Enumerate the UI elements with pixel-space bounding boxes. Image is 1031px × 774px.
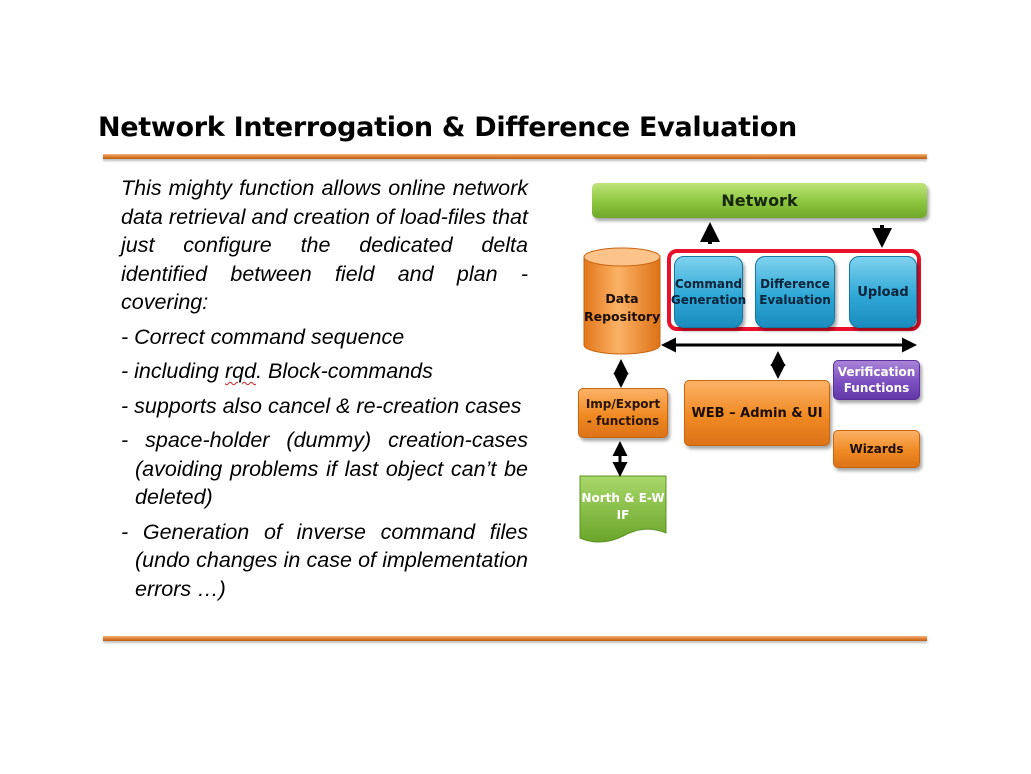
network-box: Network (592, 183, 927, 218)
intro-paragraph: This mighty function allows online netwo… (121, 176, 528, 314)
footer-divider (103, 636, 927, 641)
spellcheck-flagged-word: rqd (224, 359, 257, 383)
box-label: Verification (837, 365, 916, 379)
box-label: Generation (670, 293, 747, 307)
list-item: - including rqd. Block-commands (121, 357, 528, 386)
box-label: Evaluation (759, 293, 831, 307)
imp-export-box: Imp/Export - functions (578, 388, 668, 438)
list-item: - Correct command sequence (121, 324, 405, 349)
feature-list: - Correct command sequence - including r… (121, 323, 528, 604)
box-label: Command (674, 277, 743, 291)
box-label: Data (605, 291, 639, 306)
wizards-box: Wizards (833, 430, 920, 468)
difference-evaluation-box: Difference Evaluation (755, 256, 835, 328)
north-ew-document (579, 475, 667, 543)
data-repository-cylinder (583, 247, 661, 355)
list-item: - space-holder (dummy) creation-cases (a… (121, 428, 528, 509)
list-item: - Generation of inverse command files (u… (121, 519, 528, 601)
web-admin-box: WEB – Admin & UI (684, 380, 830, 446)
box-label: Repository (584, 309, 661, 324)
verification-functions-box: Verification Functions (833, 360, 920, 400)
box-label: IF (616, 508, 630, 522)
slide-body: This mighty function allows online netwo… (121, 174, 528, 603)
data-repository-label: Data Repository (584, 290, 660, 326)
box-label: North & E-W (581, 491, 665, 505)
box-label: Difference (760, 277, 830, 291)
box-label: Imp/Export (585, 397, 661, 411)
slide-title: Network Interrogation & Difference Evalu… (98, 112, 797, 143)
north-ew-label: North & E-W IF (580, 490, 666, 524)
box-label: - functions (586, 414, 660, 428)
list-item-text: . Block-commands (256, 359, 433, 383)
list-item-text: - including (121, 359, 225, 383)
command-generation-box: Command Generation (670, 256, 747, 328)
list-item: - supports also cancel & re-creation cas… (121, 393, 522, 418)
box-label: Functions (843, 381, 910, 395)
highlight-frame (667, 249, 921, 331)
upload-box: Upload (849, 256, 917, 328)
title-divider (103, 154, 927, 159)
